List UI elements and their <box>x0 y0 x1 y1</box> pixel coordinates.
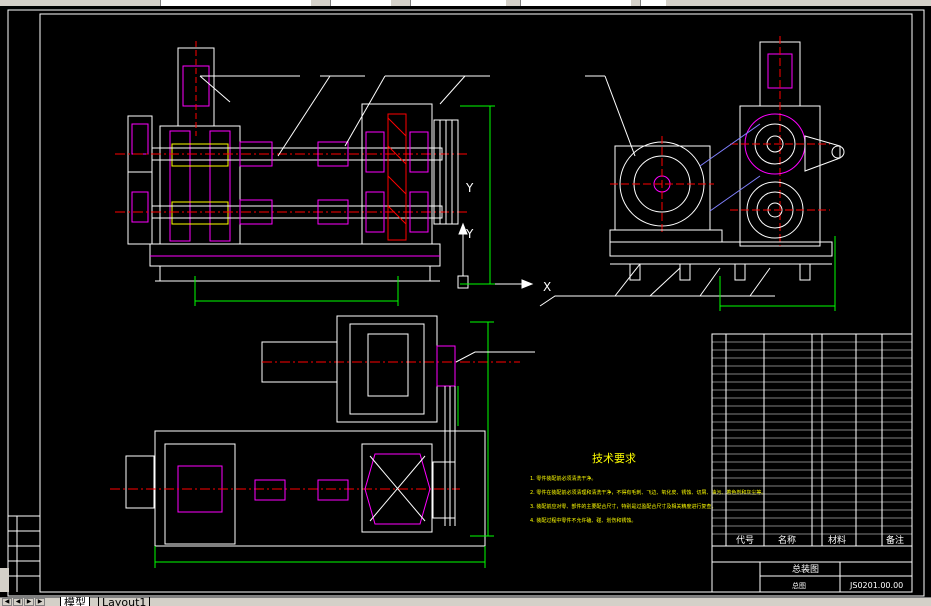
toolbar-field[interactable] <box>330 0 391 6</box>
parts-list-table <box>711 333 913 593</box>
tech-req-item: 3. 装配前应对零、部件的主要配合尺寸，特别是过盈配合尺寸及相关精度进行复查。 <box>530 503 716 510</box>
outer-frame <box>7 9 925 597</box>
title-col-material: 材料 <box>828 534 846 546</box>
title-col-code: 代号 <box>736 535 754 546</box>
top-view <box>110 315 535 568</box>
svg-text:X: X <box>543 280 551 294</box>
svg-text:Y: Y <box>465 181 474 195</box>
drawing-canvas[interactable]: X Y Y <box>0 6 931 597</box>
front-view: X Y Y <box>115 41 551 306</box>
tech-req-title: 技术要求 <box>592 452 636 465</box>
toolbar-field[interactable] <box>520 0 631 6</box>
toolbar-field[interactable] <box>410 0 506 6</box>
toolbar-field[interactable] <box>160 0 311 6</box>
tech-req-item: 4. 装配过程中零件不允许磕、碰、划伤和锈蚀。 <box>530 517 636 524</box>
drawing-sublabel: 总图 <box>792 581 806 590</box>
tech-req-item: 2. 零件在装配前必须清理和清洗干净，不得有毛刺、飞边、氧化皮、锈蚀、切屑、油污… <box>530 489 766 496</box>
toolbar-field[interactable] <box>640 0 666 6</box>
title-col-name: 名称 <box>778 534 796 546</box>
side-view <box>539 36 845 311</box>
tab-layout1[interactable]: Layout1 <box>98 597 151 606</box>
technical-requirements: 技术要求 1. 零件装配前必须清洗干净。 2. 零件在装配前必须清理和清洗干净，… <box>530 452 766 524</box>
binding-strip <box>8 515 40 592</box>
tab-model[interactable]: 模型 <box>60 597 90 606</box>
tech-req-item: 1. 零件装配前必须清洗干净。 <box>530 475 596 482</box>
drawing-name: 总装图 <box>792 563 819 575</box>
command-window-edge[interactable] <box>0 568 9 592</box>
svg-text:Y: Y <box>465 227 474 241</box>
title-col-note: 备注 <box>886 534 904 546</box>
toolbar-strip <box>0 0 931 6</box>
drawing-number: JS0201.00.00 <box>849 581 903 590</box>
inner-frame <box>39 13 913 593</box>
